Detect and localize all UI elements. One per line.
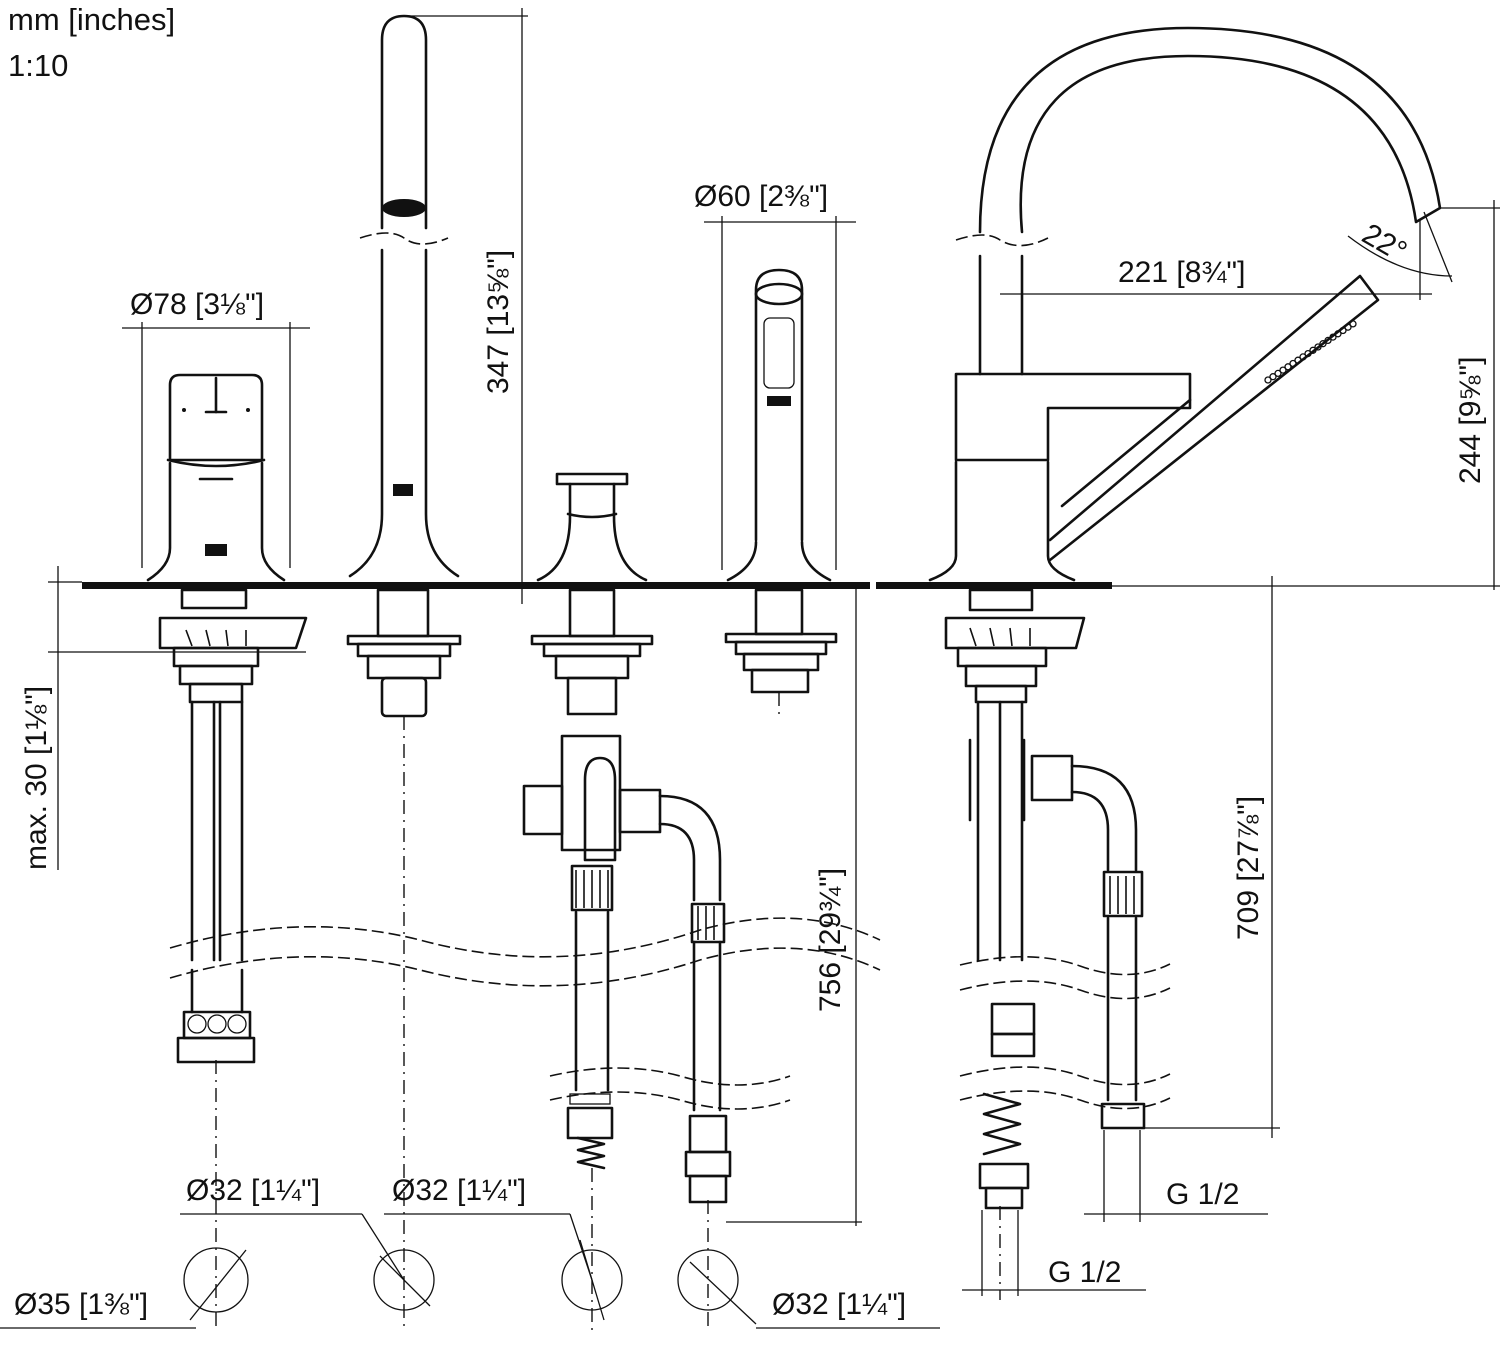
dim-dia-32-a: Ø32 [1¼"]	[186, 1174, 320, 1207]
under-deck-holder	[724, 588, 838, 694]
spray-hole-dot	[1279, 366, 1287, 374]
break-lines	[169, 917, 1171, 1110]
spray-hole-dot	[1329, 333, 1337, 341]
spray-hole-dot	[1284, 363, 1292, 371]
spout	[928, 26, 1442, 582]
dim-height-347: 347 [13⅝"]	[482, 250, 515, 394]
spray-hole-dot	[1324, 336, 1332, 345]
dim-angle-22: 22°	[1357, 217, 1413, 268]
spray-hole-dot	[1319, 340, 1327, 348]
spray-hole-dot	[1349, 320, 1357, 328]
under-deck-mixer	[158, 588, 308, 1064]
units-label: mm [inches]	[8, 2, 175, 37]
center-lines	[215, 692, 1001, 1330]
hole-32-b	[561, 1249, 623, 1311]
spray-hole-dot	[1344, 323, 1352, 331]
diverter	[536, 472, 648, 582]
dim-len-221: 221 [8¾"]	[1118, 256, 1245, 289]
dim-height-244: 244 [9⅝"]	[1454, 357, 1487, 484]
spray-hole-dot	[1339, 326, 1347, 335]
deck-plate	[82, 582, 1112, 589]
dimension-lines	[0, 8, 1500, 1329]
under-deck-diverter	[522, 588, 732, 1204]
spray-hole-dot	[1289, 359, 1297, 368]
shower-spray-dots	[1264, 320, 1357, 384]
hole-32-a	[373, 1249, 435, 1311]
under-deck-spout	[944, 588, 1146, 1210]
spray-hole-dot	[1264, 376, 1272, 384]
spray-hole-dot	[1269, 373, 1277, 381]
shower-holder	[726, 268, 832, 582]
dim-dia-60: Ø60 [2⅜"]	[694, 180, 828, 213]
dim-g-half-2: G 1/2	[1048, 1256, 1121, 1289]
dimension-labels: Ø78 [3⅛"] 347 [13⅝"] Ø60 [2⅜"] 221 [8¾"]…	[14, 180, 1487, 1321]
hole-32-c	[677, 1249, 739, 1311]
mixer-handle	[146, 373, 286, 582]
spray-hole-dot	[1274, 369, 1282, 378]
dim-len-756: 756 [29¾"]	[814, 868, 847, 1012]
hole-35	[183, 1247, 249, 1313]
dim-dia-32-b: Ø32 [1¼"]	[392, 1174, 526, 1207]
spray-hole-dot	[1304, 349, 1312, 358]
spray-hole-dot	[1294, 356, 1302, 364]
spray-hole-dot	[1334, 330, 1342, 338]
dim-dia-78: Ø78 [3⅛"]	[130, 288, 264, 321]
spray-hole-dot	[1314, 343, 1322, 351]
under-deck-shower	[346, 588, 462, 718]
scale-label: 1:10	[8, 48, 68, 83]
hand-shower	[348, 14, 460, 578]
dim-dia-32-c: Ø32 [1¼"]	[772, 1288, 906, 1321]
spray-hole-dot	[1309, 346, 1317, 354]
dim-dia-35: Ø35 [1⅜"]	[14, 1288, 148, 1321]
dim-g-half-1: G 1/2	[1166, 1178, 1239, 1211]
mounting-holes	[183, 1239, 757, 1325]
spray-hole-dot	[1299, 353, 1307, 361]
dim-max-30: max. 30 [1⅛"]	[20, 686, 53, 870]
dim-len-709: 709 [27⅞"]	[1232, 796, 1265, 940]
